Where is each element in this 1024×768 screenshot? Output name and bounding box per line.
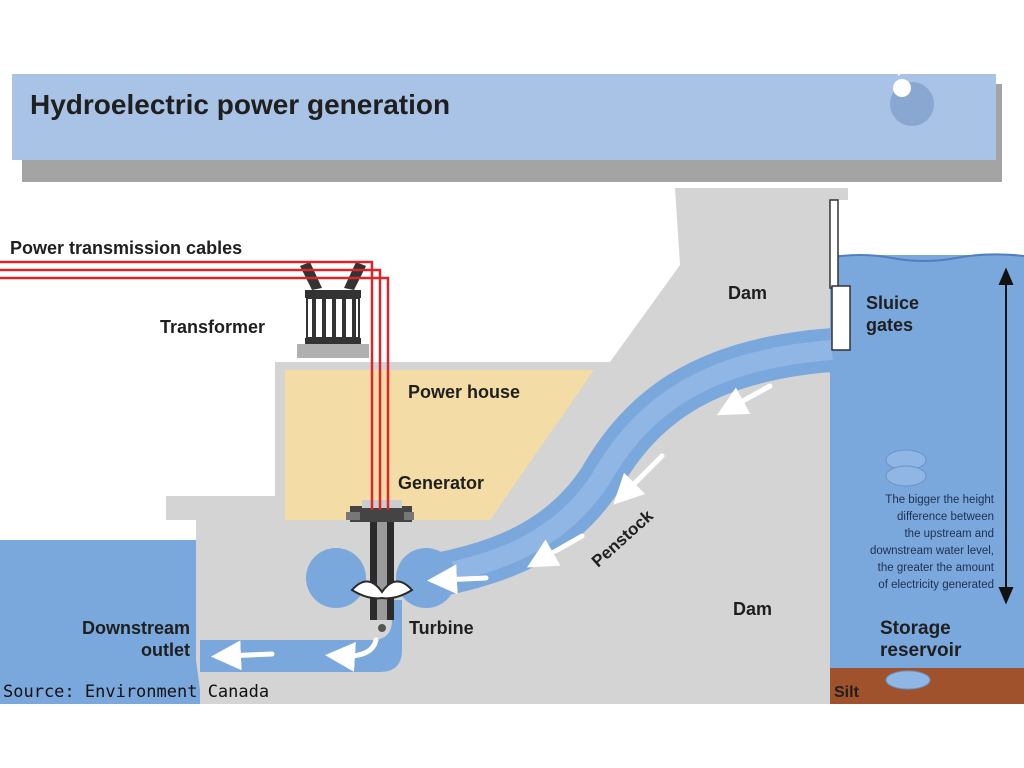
label-transformer: Transformer (160, 317, 265, 337)
turbine (350, 520, 414, 632)
source-credit: Source: Environment Canada (3, 682, 269, 702)
label-dam-bottom: Dam (733, 599, 772, 619)
label-generator: Generator (398, 473, 484, 493)
label-sluice-gates-line1: Sluice (866, 293, 919, 313)
generator (346, 500, 414, 522)
label-downstream-outlet-line1: Downstream (82, 618, 190, 638)
note-line: The bigger the height (885, 494, 994, 506)
transformer (300, 262, 366, 344)
label-storage-reservoir-line2: reservoir (880, 640, 962, 661)
height-difference-arrow (998, 267, 1014, 605)
title-banner: Hydroelectric power generation (12, 62, 1002, 182)
label-sluice-gates-line2: gates (866, 315, 913, 335)
note-line: the upstream and (904, 528, 994, 540)
sluice-gate (829, 199, 851, 351)
flow-arrows (211, 383, 773, 672)
reservoir-surface (827, 253, 1024, 262)
reservoir-bubbles (885, 449, 931, 690)
note-line: downstream water level, (870, 545, 994, 557)
penstock-highlight (418, 340, 833, 588)
diagram-title: Hydroelectric power generation (30, 89, 450, 120)
water-drop-icon (890, 62, 934, 126)
storage-reservoir-water (828, 255, 1024, 670)
power-house-room (285, 370, 594, 520)
downstream-water (0, 540, 230, 704)
note-line: difference between (897, 511, 994, 523)
note-line: the greater the amount (878, 562, 995, 574)
power-transmission-cables (0, 260, 390, 510)
label-power-house: Power house (408, 382, 520, 402)
label-dam-top: Dam (728, 283, 767, 303)
label-downstream-outlet-line2: outlet (141, 640, 190, 660)
height-difference-note: The bigger the height difference between… (870, 494, 995, 591)
label-power-transmission-cables: Power transmission cables (10, 238, 242, 258)
note-line: of electricity generated (878, 579, 994, 591)
label-storage-reservoir-line1: Storage (880, 618, 951, 639)
transformer-base (297, 344, 369, 358)
label-turbine: Turbine (409, 618, 474, 638)
label-silt: Silt (834, 684, 860, 701)
silt-layer (828, 668, 1024, 704)
turbine-volute-left (306, 548, 366, 608)
